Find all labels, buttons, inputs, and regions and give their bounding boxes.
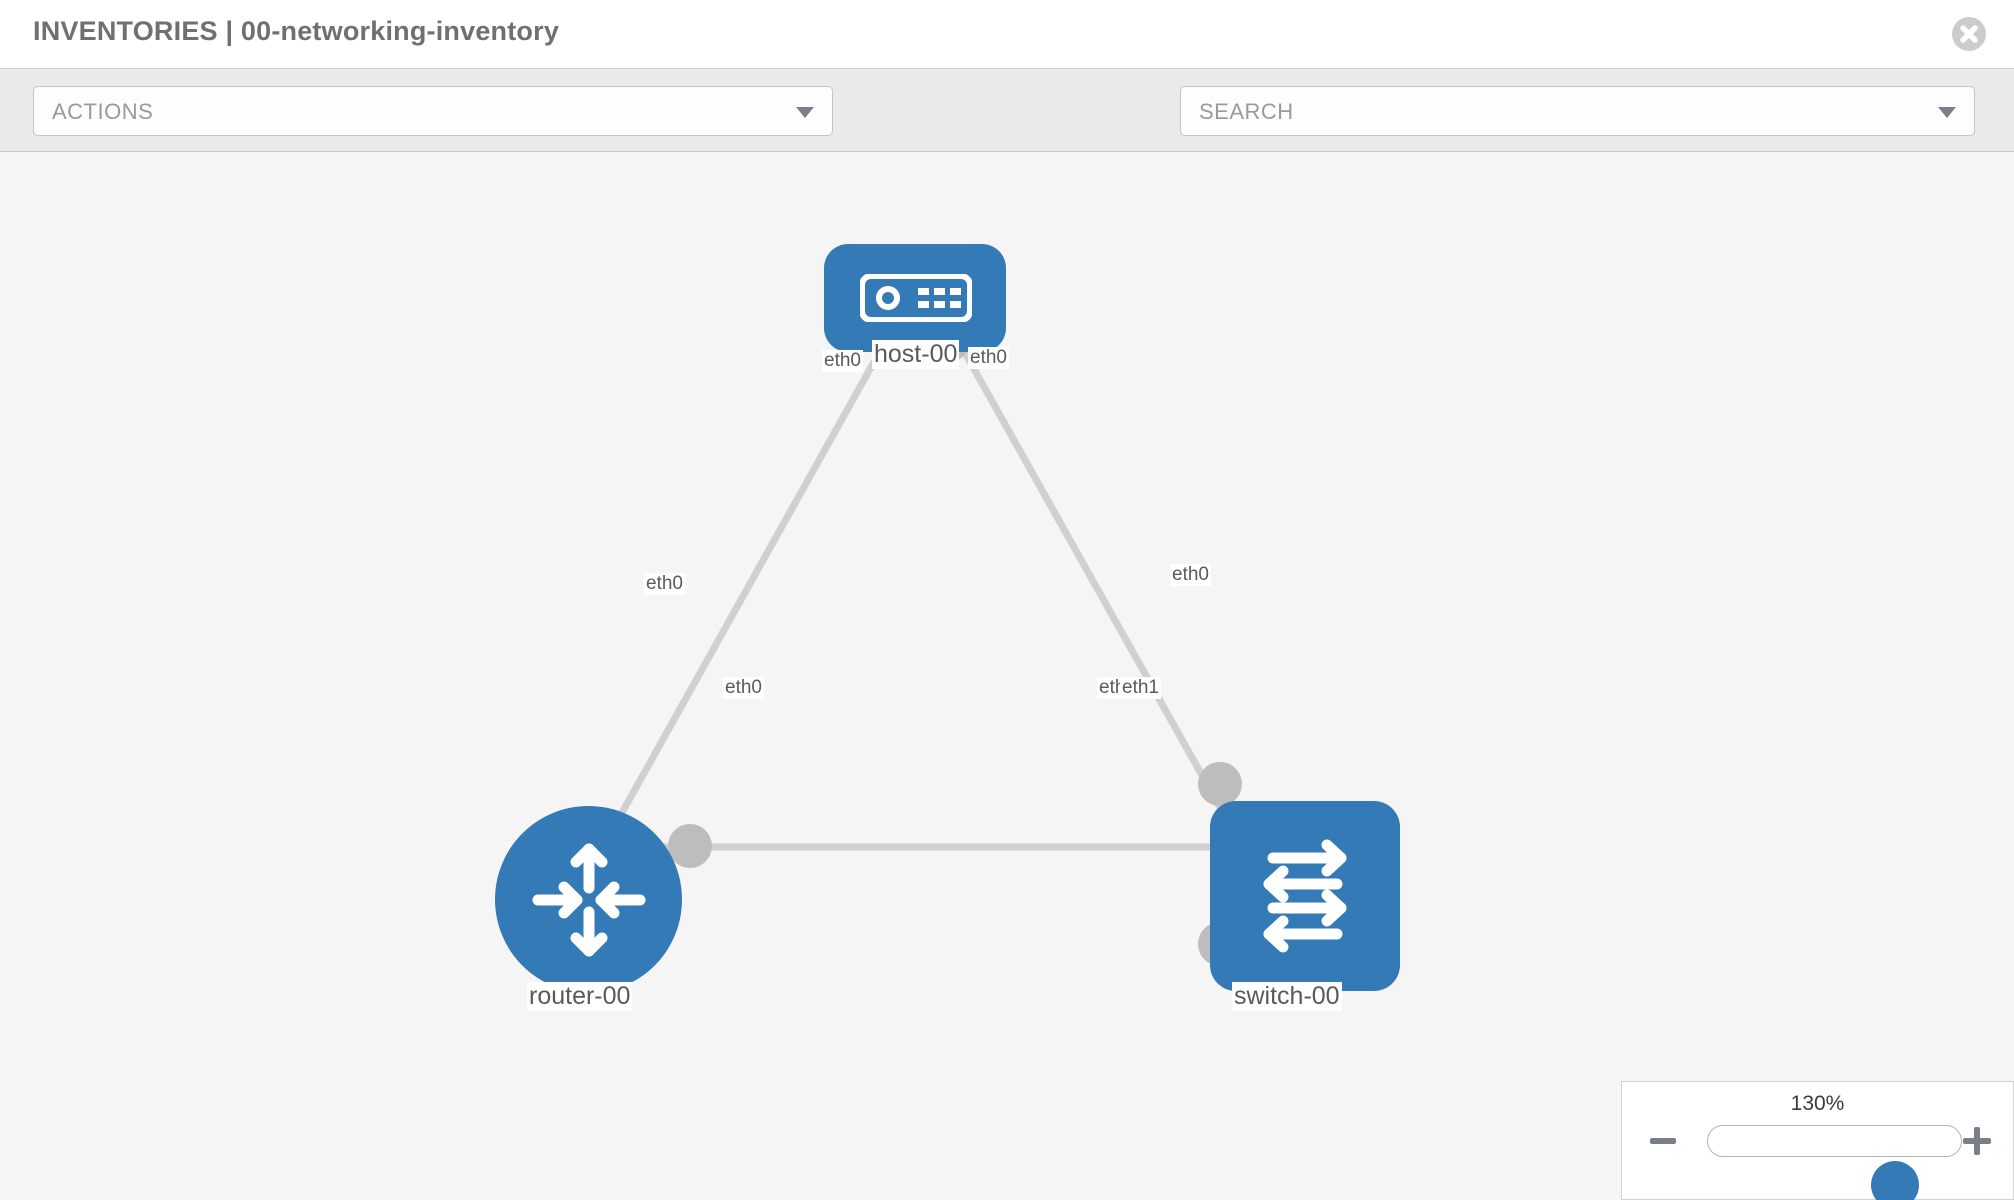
chevron-down-icon	[796, 107, 814, 118]
node-host-00-label: host-00	[872, 340, 960, 369]
toolbar: ACTIONS SEARCH	[0, 69, 2014, 195]
page-header: INVENTORIES | 00-networking-inventory	[0, 0, 2014, 69]
iface-label-router-uplink-eth0: eth0	[644, 573, 685, 595]
node-host-00-shape[interactable]	[824, 244, 1006, 352]
actions-dropdown-label: ACTIONS	[52, 99, 154, 124]
plus-icon[interactable]	[1963, 1127, 1991, 1155]
router-arrows-icon	[532, 843, 646, 957]
switch-arrows-icon	[1263, 839, 1347, 953]
zoom-level-value: 130%	[1790, 1092, 1845, 1115]
topology-links	[596, 342, 1249, 854]
iface-label-switch-uplink-eth0: eth0	[1170, 564, 1211, 586]
zoom-slider-thumb[interactable]	[1871, 1161, 1919, 1200]
iface-label-router-eth0: eth0	[723, 677, 764, 699]
link-host-switch	[956, 342, 1249, 854]
iface-label-host-eth0-right: eth0	[968, 347, 1009, 369]
node-switch-00-label: switch-00	[1232, 982, 1342, 1011]
iface-label-host-eth0-left: eth0	[822, 350, 863, 372]
node-router-00-shape[interactable]	[495, 806, 682, 993]
minus-icon[interactable]	[1650, 1138, 1676, 1144]
node-router-00-label: router-00	[527, 982, 633, 1011]
server-icon	[860, 274, 972, 322]
zoom-control-panel: 130%	[1621, 1081, 2014, 1200]
search-input[interactable]: SEARCH	[1180, 86, 1975, 136]
port-switch-eth0[interactable]	[1198, 762, 1242, 806]
search-placeholder: SEARCH	[1199, 99, 1294, 124]
actions-dropdown[interactable]: ACTIONS	[33, 86, 833, 136]
port-router-eth0[interactable]	[668, 824, 712, 868]
zoom-slider-track[interactable]	[1707, 1125, 1962, 1200]
chevron-down-icon[interactable]	[1938, 107, 1956, 118]
link-host-router	[596, 342, 888, 854]
close-icon[interactable]	[1952, 17, 1986, 51]
topology-canvas[interactable]: host-00 router-00	[0, 152, 2014, 1200]
page-title: INVENTORIES | 00-networking-inventory	[33, 16, 560, 46]
node-switch-00-shape[interactable]	[1210, 801, 1400, 991]
iface-label-switch-eth1: eth1	[1120, 677, 1161, 699]
